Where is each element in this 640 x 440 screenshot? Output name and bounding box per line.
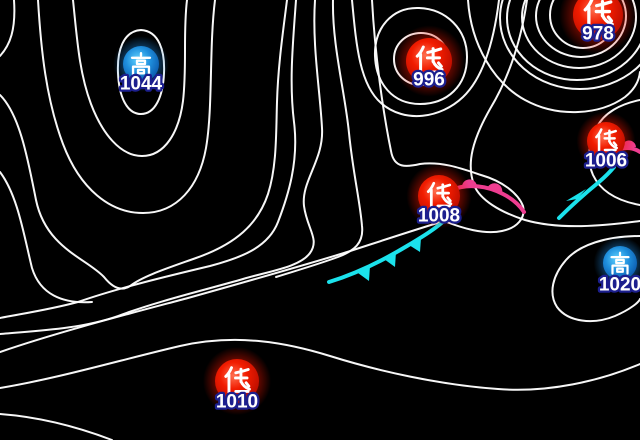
pressure-value-label: 1010 bbox=[216, 392, 258, 413]
isobar-line-4 bbox=[0, 0, 288, 290]
pressure-center-low-1006[interactable]: 低1006 bbox=[576, 111, 636, 174]
pressure-center-high-1020[interactable]: 高1020 bbox=[593, 236, 640, 298]
cold-front-triangle-icon bbox=[409, 238, 421, 252]
low-symbol-glyph-icon: 低 bbox=[415, 45, 444, 77]
low-glyph-stroke bbox=[583, 0, 594, 12]
low-symbol-glyph-icon: 低 bbox=[583, 0, 614, 32]
low-glyph-stroke bbox=[612, 141, 618, 147]
pressure-center-low-1008[interactable]: 低1008 bbox=[406, 163, 472, 229]
high-symbol-glyph-icon: 高 bbox=[610, 251, 630, 275]
low-glyph-stroke bbox=[431, 59, 444, 72]
low-glyph-stroke bbox=[606, 15, 614, 23]
cold-front-triangle-icon bbox=[566, 189, 586, 201]
low-glyph-stroke bbox=[441, 194, 453, 206]
isobar-line-23 bbox=[551, 235, 640, 322]
cold-front-line bbox=[557, 165, 616, 220]
pressure-center-low-1010[interactable]: 低1010 bbox=[202, 346, 272, 416]
front-layer bbox=[327, 140, 640, 284]
isobar-line-21 bbox=[499, 0, 640, 90]
low-glyph-stroke bbox=[595, 128, 603, 139]
isobar-line-11 bbox=[0, 413, 113, 440]
isobar-line-10 bbox=[0, 338, 640, 391]
isobar-line-13 bbox=[373, 6, 469, 106]
isobar-line-1 bbox=[72, 0, 188, 158]
pressure-value-label: 1020 bbox=[599, 275, 640, 296]
cold-front-1 bbox=[557, 165, 616, 220]
pressure-value-label: 978 bbox=[582, 24, 614, 45]
high-glyph-stroke bbox=[611, 264, 629, 275]
isobar-line-6 bbox=[0, 0, 297, 319]
pressure-center-low-978[interactable]: 低978 bbox=[559, 0, 637, 54]
low-symbol-glyph-icon: 低 bbox=[224, 366, 251, 396]
low-glyph-stroke bbox=[224, 366, 233, 378]
high-glyph-stroke bbox=[616, 267, 624, 273]
high-glyph-stroke bbox=[615, 258, 625, 265]
low-glyph-stroke bbox=[608, 140, 618, 150]
pressure-value-label: 1044 bbox=[120, 74, 163, 95]
pressure-value-label: 1006 bbox=[585, 151, 627, 172]
high-glyph-stroke bbox=[136, 68, 146, 75]
low-glyph-stroke bbox=[437, 61, 443, 68]
isobar-line-5 bbox=[0, 171, 93, 304]
isobar-line-20 bbox=[506, 0, 640, 81]
pressure-value-label: 1008 bbox=[418, 206, 460, 227]
cold-front-triangle-icon bbox=[358, 266, 370, 281]
low-glyph-stroke bbox=[426, 181, 436, 194]
low-glyph-stroke bbox=[415, 45, 425, 58]
isobar-line-8 bbox=[275, 0, 364, 278]
pressure-center-high-1044[interactable]: 高1044 bbox=[113, 36, 169, 97]
isobar-line-9 bbox=[0, 0, 525, 353]
isobar-line-2 bbox=[37, 0, 216, 215]
low-symbol-glyph-icon: 低 bbox=[595, 128, 618, 154]
isobar-line-12 bbox=[351, 0, 500, 118]
pressure-value-label: 996 bbox=[413, 70, 445, 91]
isobar-line-16 bbox=[467, 0, 640, 114]
low-symbol-glyph-icon: 低 bbox=[426, 181, 453, 211]
low-glyph-stroke bbox=[446, 196, 452, 203]
warm-front-dome-icon bbox=[487, 183, 503, 193]
high-glyph-stroke bbox=[131, 65, 151, 77]
low-glyph-stroke bbox=[600, 13, 614, 26]
low-glyph-stroke bbox=[244, 381, 251, 388]
high-glyph-stroke bbox=[135, 59, 147, 66]
low-glyph-stroke bbox=[239, 379, 251, 391]
high-symbol-glyph-icon: 高 bbox=[130, 52, 152, 77]
cold-front-triangle-icon bbox=[384, 252, 396, 267]
isobar-line-3 bbox=[0, 0, 16, 57]
